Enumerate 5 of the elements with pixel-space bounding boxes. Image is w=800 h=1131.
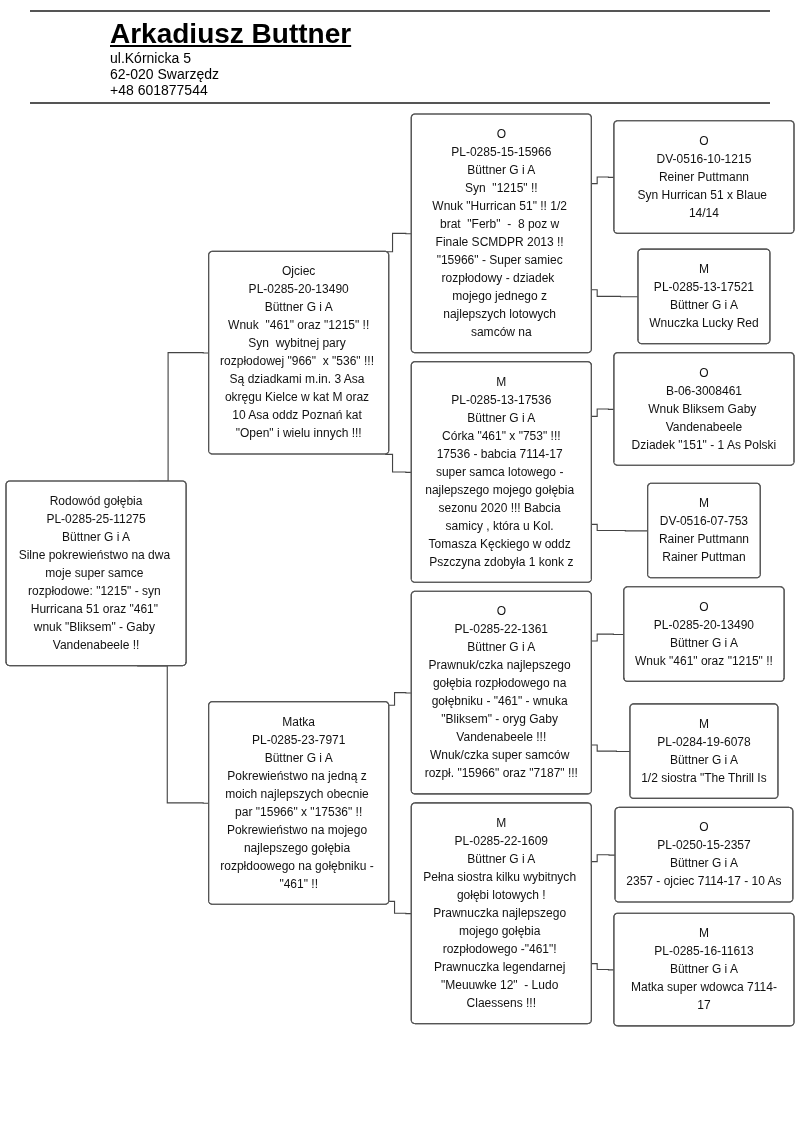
- address-line: ul.Kórnicka 5: [110, 50, 192, 66]
- address-line: 62-020 Swarzędz: [110, 66, 220, 82]
- address-line: +48 601877544: [110, 82, 209, 98]
- connector: [591, 854, 616, 863]
- breeder-name: Arkadiusz Buttner: [110, 18, 353, 50]
